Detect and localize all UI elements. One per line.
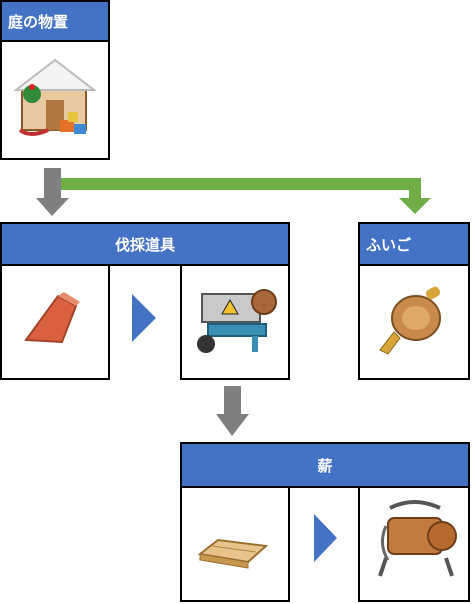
firewood-header: 薪 <box>180 442 470 488</box>
wedge-icon <box>24 292 80 344</box>
bellows-icon <box>379 286 441 355</box>
chevron-right-icon <box>132 294 156 342</box>
shed-header: 庭の物置 <box>0 0 110 42</box>
wedge-cell <box>0 264 110 380</box>
log-splitter-cell <box>180 264 290 380</box>
firewood-title: 薪 <box>317 456 333 475</box>
shed-title: 庭の物置 <box>8 12 69 31</box>
log-rack-icon <box>378 500 457 577</box>
felling-tools-header: 伐採道具 <box>0 222 290 266</box>
bellows-cell <box>358 264 470 380</box>
bellows-header: ふいご <box>358 222 470 266</box>
garden-shed-icon <box>13 58 97 136</box>
green-branch-arrow <box>61 178 431 214</box>
shed-image-cell <box>0 40 110 160</box>
wood-plank-icon <box>197 538 269 569</box>
wood-plank-cell <box>180 486 290 602</box>
log-splitter-icon <box>197 289 277 353</box>
gray-arrow-shed-to-tools <box>36 168 69 216</box>
log-rack-cell <box>358 486 470 602</box>
gray-arrow-tools-to-firewood <box>216 386 249 436</box>
chevron-right-icon <box>314 514 337 562</box>
felling-tools-title: 伐採道具 <box>114 235 175 254</box>
bellows-title: ふいご <box>366 235 412 254</box>
